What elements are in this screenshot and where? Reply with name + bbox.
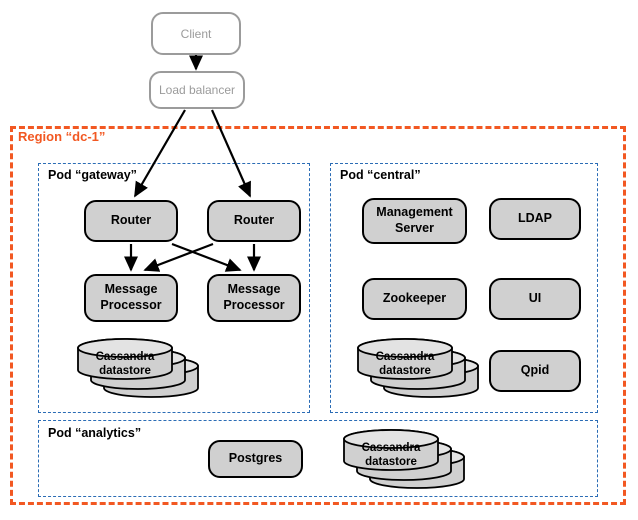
service-router-2-label: Router <box>233 213 275 228</box>
region-label: Region “dc-1” <box>16 129 108 144</box>
service-zookeeper-label: Zookeeper <box>382 291 447 306</box>
pod-container-analytics <box>38 420 598 497</box>
service-ui-label: UI <box>528 291 542 306</box>
pod-container-central <box>330 163 598 413</box>
pod-label-central: Pod “central” <box>338 168 423 182</box>
service-postgres-label: Postgres <box>228 451 283 466</box>
service-qpid[interactable]: Qpid <box>489 350 581 392</box>
service-postgres[interactable]: Postgres <box>208 440 303 478</box>
service-router-2[interactable]: Router <box>207 200 301 242</box>
service-ldap-label: LDAP <box>517 211 553 226</box>
client-node-label: Client <box>180 26 212 41</box>
load-balancer-node[interactable]: Load balancer <box>149 71 245 109</box>
pod-label-gateway: Pod “gateway” <box>46 168 139 182</box>
client-node[interactable]: Client <box>151 12 241 55</box>
service-zookeeper[interactable]: Zookeeper <box>362 278 467 320</box>
service-router-1-label: Router <box>110 213 152 228</box>
service-ui[interactable]: UI <box>489 278 581 320</box>
service-qpid-label: Qpid <box>520 363 550 378</box>
service-ldap[interactable]: LDAP <box>489 198 581 240</box>
load-balancer-node-label: Load balancer <box>158 83 236 97</box>
pod-label-analytics: Pod “analytics” <box>46 426 144 440</box>
region-container <box>10 126 626 505</box>
service-router-1[interactable]: Router <box>84 200 178 242</box>
